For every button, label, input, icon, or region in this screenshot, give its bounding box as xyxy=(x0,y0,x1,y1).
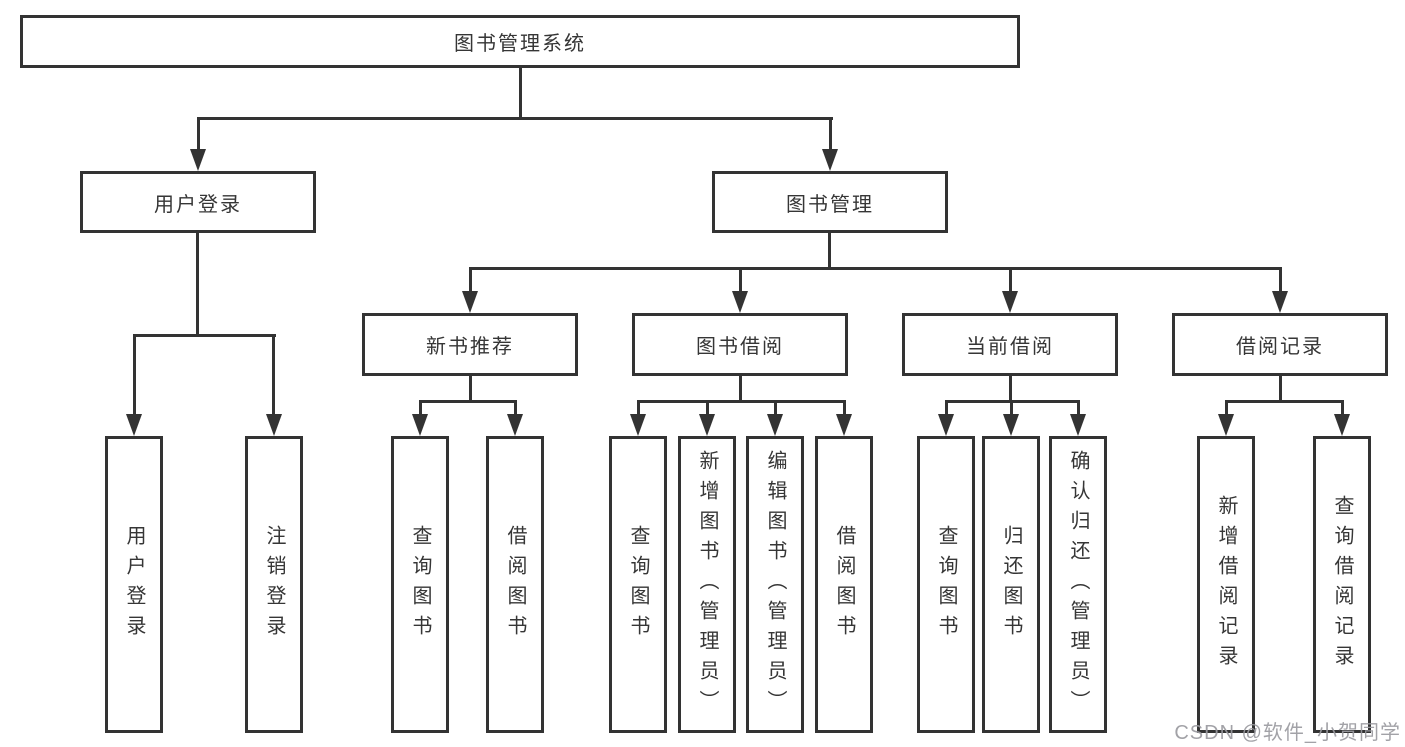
connector-line xyxy=(1009,376,1012,402)
connector-line xyxy=(197,117,833,120)
connector-line xyxy=(469,267,1282,270)
connector-line xyxy=(828,233,831,270)
connector-arrowhead xyxy=(1272,291,1288,313)
node-label: 图书管理 xyxy=(786,193,874,216)
connector-line xyxy=(133,334,136,416)
connector-line xyxy=(774,400,777,416)
connector-arrowhead xyxy=(1218,414,1234,436)
connector-arrowhead xyxy=(836,414,852,436)
connector-line xyxy=(945,400,948,416)
connector-arrowhead xyxy=(412,414,428,436)
connector-arrowhead xyxy=(938,414,954,436)
connector-arrowhead xyxy=(1002,291,1018,313)
leaf-return-books: 归还图书 xyxy=(982,436,1040,733)
leaf-logout: 注销登录 xyxy=(245,436,303,733)
connector-arrowhead xyxy=(822,149,838,171)
leaf-query-books-current: 查询图书 xyxy=(917,436,975,733)
connector-line xyxy=(843,400,846,416)
node-label: 新增借阅记录 xyxy=(1215,494,1237,675)
node-label: 查询图书 xyxy=(935,524,957,645)
connector-arrowhead xyxy=(1003,414,1019,436)
connector-arrowhead xyxy=(507,414,523,436)
node-book-borrowing: 图书借阅 xyxy=(632,313,848,376)
node-label: 查询图书 xyxy=(627,524,649,645)
leaf-query-borrow-record: 查询借阅记录 xyxy=(1313,436,1371,733)
leaf-add-borrow-record: 新增借阅记录 xyxy=(1197,436,1255,733)
node-label: 归还图书 xyxy=(1000,524,1022,645)
node-library-system: 图书管理系统 xyxy=(20,15,1020,68)
connector-line xyxy=(706,400,709,416)
node-label: 借阅图书 xyxy=(833,524,855,645)
connector-line xyxy=(196,233,199,337)
connector-arrowhead xyxy=(190,149,206,171)
connector-line xyxy=(739,267,742,293)
leaf-confirm-return-admin: 确认归还（管理员） xyxy=(1049,436,1107,733)
node-label: 用户登录 xyxy=(123,524,145,645)
connector-line xyxy=(1279,267,1282,293)
connector-line xyxy=(419,400,422,416)
connector-line xyxy=(272,334,275,416)
connector-line xyxy=(637,400,846,403)
connector-arrowhead xyxy=(699,414,715,436)
node-label: 借阅图书 xyxy=(504,524,526,645)
connector-line xyxy=(519,68,522,120)
connector-line xyxy=(637,400,640,416)
node-label: 查询借阅记录 xyxy=(1331,494,1353,675)
connector-line xyxy=(469,376,472,402)
node-book-management: 图书管理 xyxy=(712,171,948,233)
leaf-edit-books-admin: 编辑图书（管理员） xyxy=(746,436,804,733)
leaf-query-books-borrowing: 查询图书 xyxy=(609,436,667,733)
connector-line xyxy=(1279,376,1282,402)
node-label: 查询图书 xyxy=(409,524,431,645)
node-label: 新书推荐 xyxy=(426,336,514,358)
connector-arrowhead xyxy=(126,414,142,436)
connector-arrowhead xyxy=(462,291,478,313)
connector-line xyxy=(197,117,200,151)
connector-line xyxy=(1077,400,1080,416)
node-label: 确认归还（管理员） xyxy=(1067,449,1089,720)
node-label: 图书借阅 xyxy=(696,336,784,358)
leaf-borrow-books-borrowing: 借阅图书 xyxy=(815,436,873,733)
node-label: 当前借阅 xyxy=(966,336,1054,358)
node-label: 编辑图书（管理员） xyxy=(764,449,786,720)
connector-line xyxy=(1341,400,1344,416)
connector-arrowhead xyxy=(767,414,783,436)
connector-line xyxy=(133,334,276,337)
connector-arrowhead xyxy=(1334,414,1350,436)
connector-arrowhead xyxy=(732,291,748,313)
node-current-borrowing: 当前借阅 xyxy=(902,313,1118,376)
node-label: 图书管理系统 xyxy=(454,33,586,55)
node-label: 新增图书（管理员） xyxy=(696,449,718,720)
connector-line xyxy=(1009,267,1012,293)
node-borrow-records: 借阅记录 xyxy=(1172,313,1388,376)
node-user-login: 用户登录 xyxy=(80,171,316,233)
leaf-add-books-admin: 新增图书（管理员） xyxy=(678,436,736,733)
connector-line xyxy=(469,267,472,293)
leaf-query-books-recommend: 查询图书 xyxy=(391,436,449,733)
connector-line xyxy=(739,376,742,402)
connector-line xyxy=(1225,400,1344,403)
connector-line xyxy=(829,117,832,151)
leaf-borrow-books-recommend: 借阅图书 xyxy=(486,436,544,733)
connector-line xyxy=(1225,400,1228,416)
connector-line xyxy=(1010,400,1013,416)
connector-line xyxy=(419,400,517,403)
connector-line xyxy=(514,400,517,416)
node-label: 借阅记录 xyxy=(1236,336,1324,358)
csdn-watermark: CSDN @软件_小贺同学 xyxy=(1174,722,1401,744)
leaf-user-login: 用户登录 xyxy=(105,436,163,733)
connector-arrowhead xyxy=(1070,414,1086,436)
node-label: 注销登录 xyxy=(263,524,285,645)
connector-arrowhead xyxy=(630,414,646,436)
connector-arrowhead xyxy=(266,414,282,436)
node-new-book-recommend: 新书推荐 xyxy=(362,313,578,376)
node-label: 用户登录 xyxy=(154,193,242,216)
